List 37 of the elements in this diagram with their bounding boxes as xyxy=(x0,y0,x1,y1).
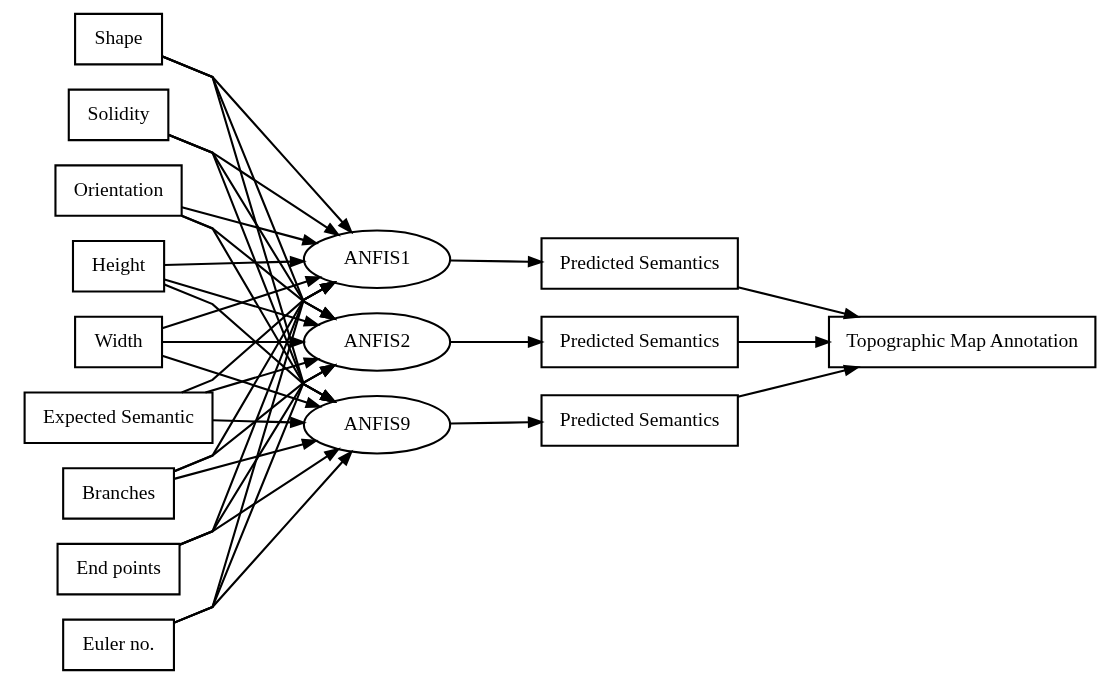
node-box: Branches xyxy=(62,467,175,520)
node-box: Predicted Semantics xyxy=(540,394,739,447)
arrow xyxy=(450,255,545,268)
arrow xyxy=(737,336,833,348)
node-box: Predicted Semantics xyxy=(540,237,739,290)
arrow xyxy=(168,133,337,403)
node-box: Solidity xyxy=(67,88,170,142)
arrow xyxy=(450,416,545,429)
arrow xyxy=(164,255,307,268)
arrow xyxy=(162,336,307,348)
node-box: Topographic Map Annotation xyxy=(827,315,1097,369)
node-box: End points xyxy=(56,542,181,596)
node-box: Euler no. xyxy=(62,618,175,672)
node-box: Predicted Semantics xyxy=(540,315,739,369)
node-box: Shape xyxy=(74,12,164,66)
arrow xyxy=(181,281,337,394)
arrow xyxy=(737,286,861,320)
arrow xyxy=(173,438,319,480)
arrow xyxy=(737,364,861,398)
arrow xyxy=(164,283,337,403)
arrow xyxy=(173,363,337,473)
arrow xyxy=(179,281,337,546)
arrow xyxy=(181,214,337,403)
arrow xyxy=(179,363,337,546)
arrow xyxy=(181,206,320,246)
node-box: Expected Semantic xyxy=(23,391,214,444)
node-box: Height xyxy=(71,240,166,293)
node-box: Orientation xyxy=(54,164,183,217)
arrow xyxy=(212,416,307,429)
arrow xyxy=(173,281,337,473)
arrow xyxy=(179,447,341,546)
arrow xyxy=(450,336,545,348)
arrow xyxy=(173,449,354,624)
arrow xyxy=(161,354,323,408)
arrow xyxy=(162,55,337,403)
arrow xyxy=(205,357,321,394)
node-box: Width xyxy=(74,315,164,369)
